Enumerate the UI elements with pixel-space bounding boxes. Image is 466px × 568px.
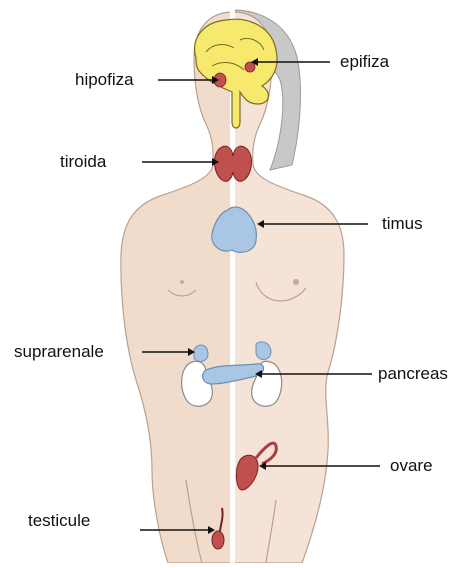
male-body-half (121, 12, 233, 563)
label-pancreas: pancreas (378, 364, 448, 384)
left-adrenal-gland (194, 345, 208, 361)
label-ovare: ovare (390, 456, 433, 476)
label-timus: timus (382, 214, 423, 234)
male-nipple (180, 280, 184, 284)
label-hipofiza: hipofiza (75, 70, 134, 90)
right-adrenal-gland (256, 342, 271, 360)
label-testicule: testicule (28, 511, 90, 531)
female-nipple (293, 279, 299, 285)
pineal-gland (245, 62, 255, 72)
label-tiroida: tiroida (60, 152, 106, 172)
label-epifiza: epifiza (340, 52, 389, 72)
label-suprarenale: suprarenale (14, 342, 104, 362)
